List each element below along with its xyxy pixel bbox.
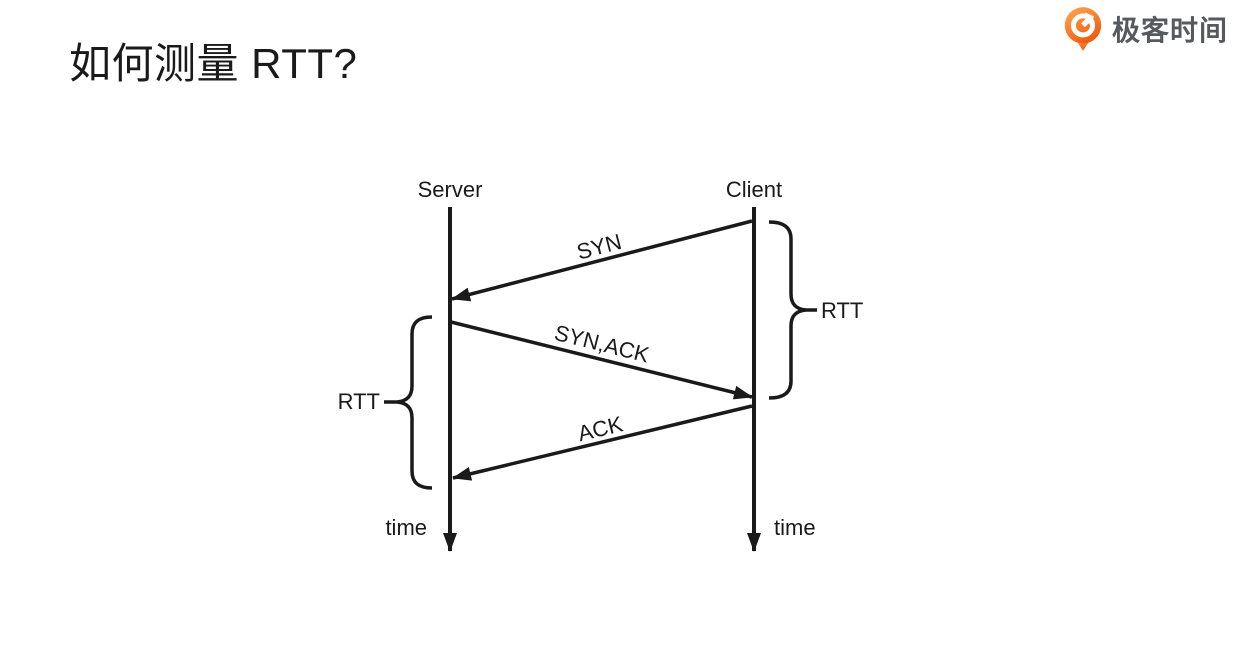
syn-ack-arrow <box>450 320 753 400</box>
page-title: 如何测量 RTT? <box>69 40 358 87</box>
client-actor-label: Client <box>726 177 782 202</box>
syn-arrow <box>451 219 753 302</box>
time-right-label: time <box>774 515 816 540</box>
rtt-right-label: RTT <box>821 298 863 323</box>
ack-arrow <box>452 404 753 481</box>
rtt-brace-right <box>768 220 807 400</box>
rtt-brace-left <box>396 315 433 490</box>
brand-logo-text: 极客时间 <box>1111 15 1228 46</box>
server-actor-label: Server <box>418 177 483 202</box>
geektime-pin-icon <box>1064 7 1102 51</box>
brand-logo: 极客时间 <box>1063 6 1228 52</box>
syn-arrow-label: SYN <box>574 229 624 265</box>
time-left-label: time <box>385 515 427 540</box>
rtt-left-label: RTT <box>338 389 380 414</box>
ack-arrow-label: ACK <box>575 411 625 446</box>
